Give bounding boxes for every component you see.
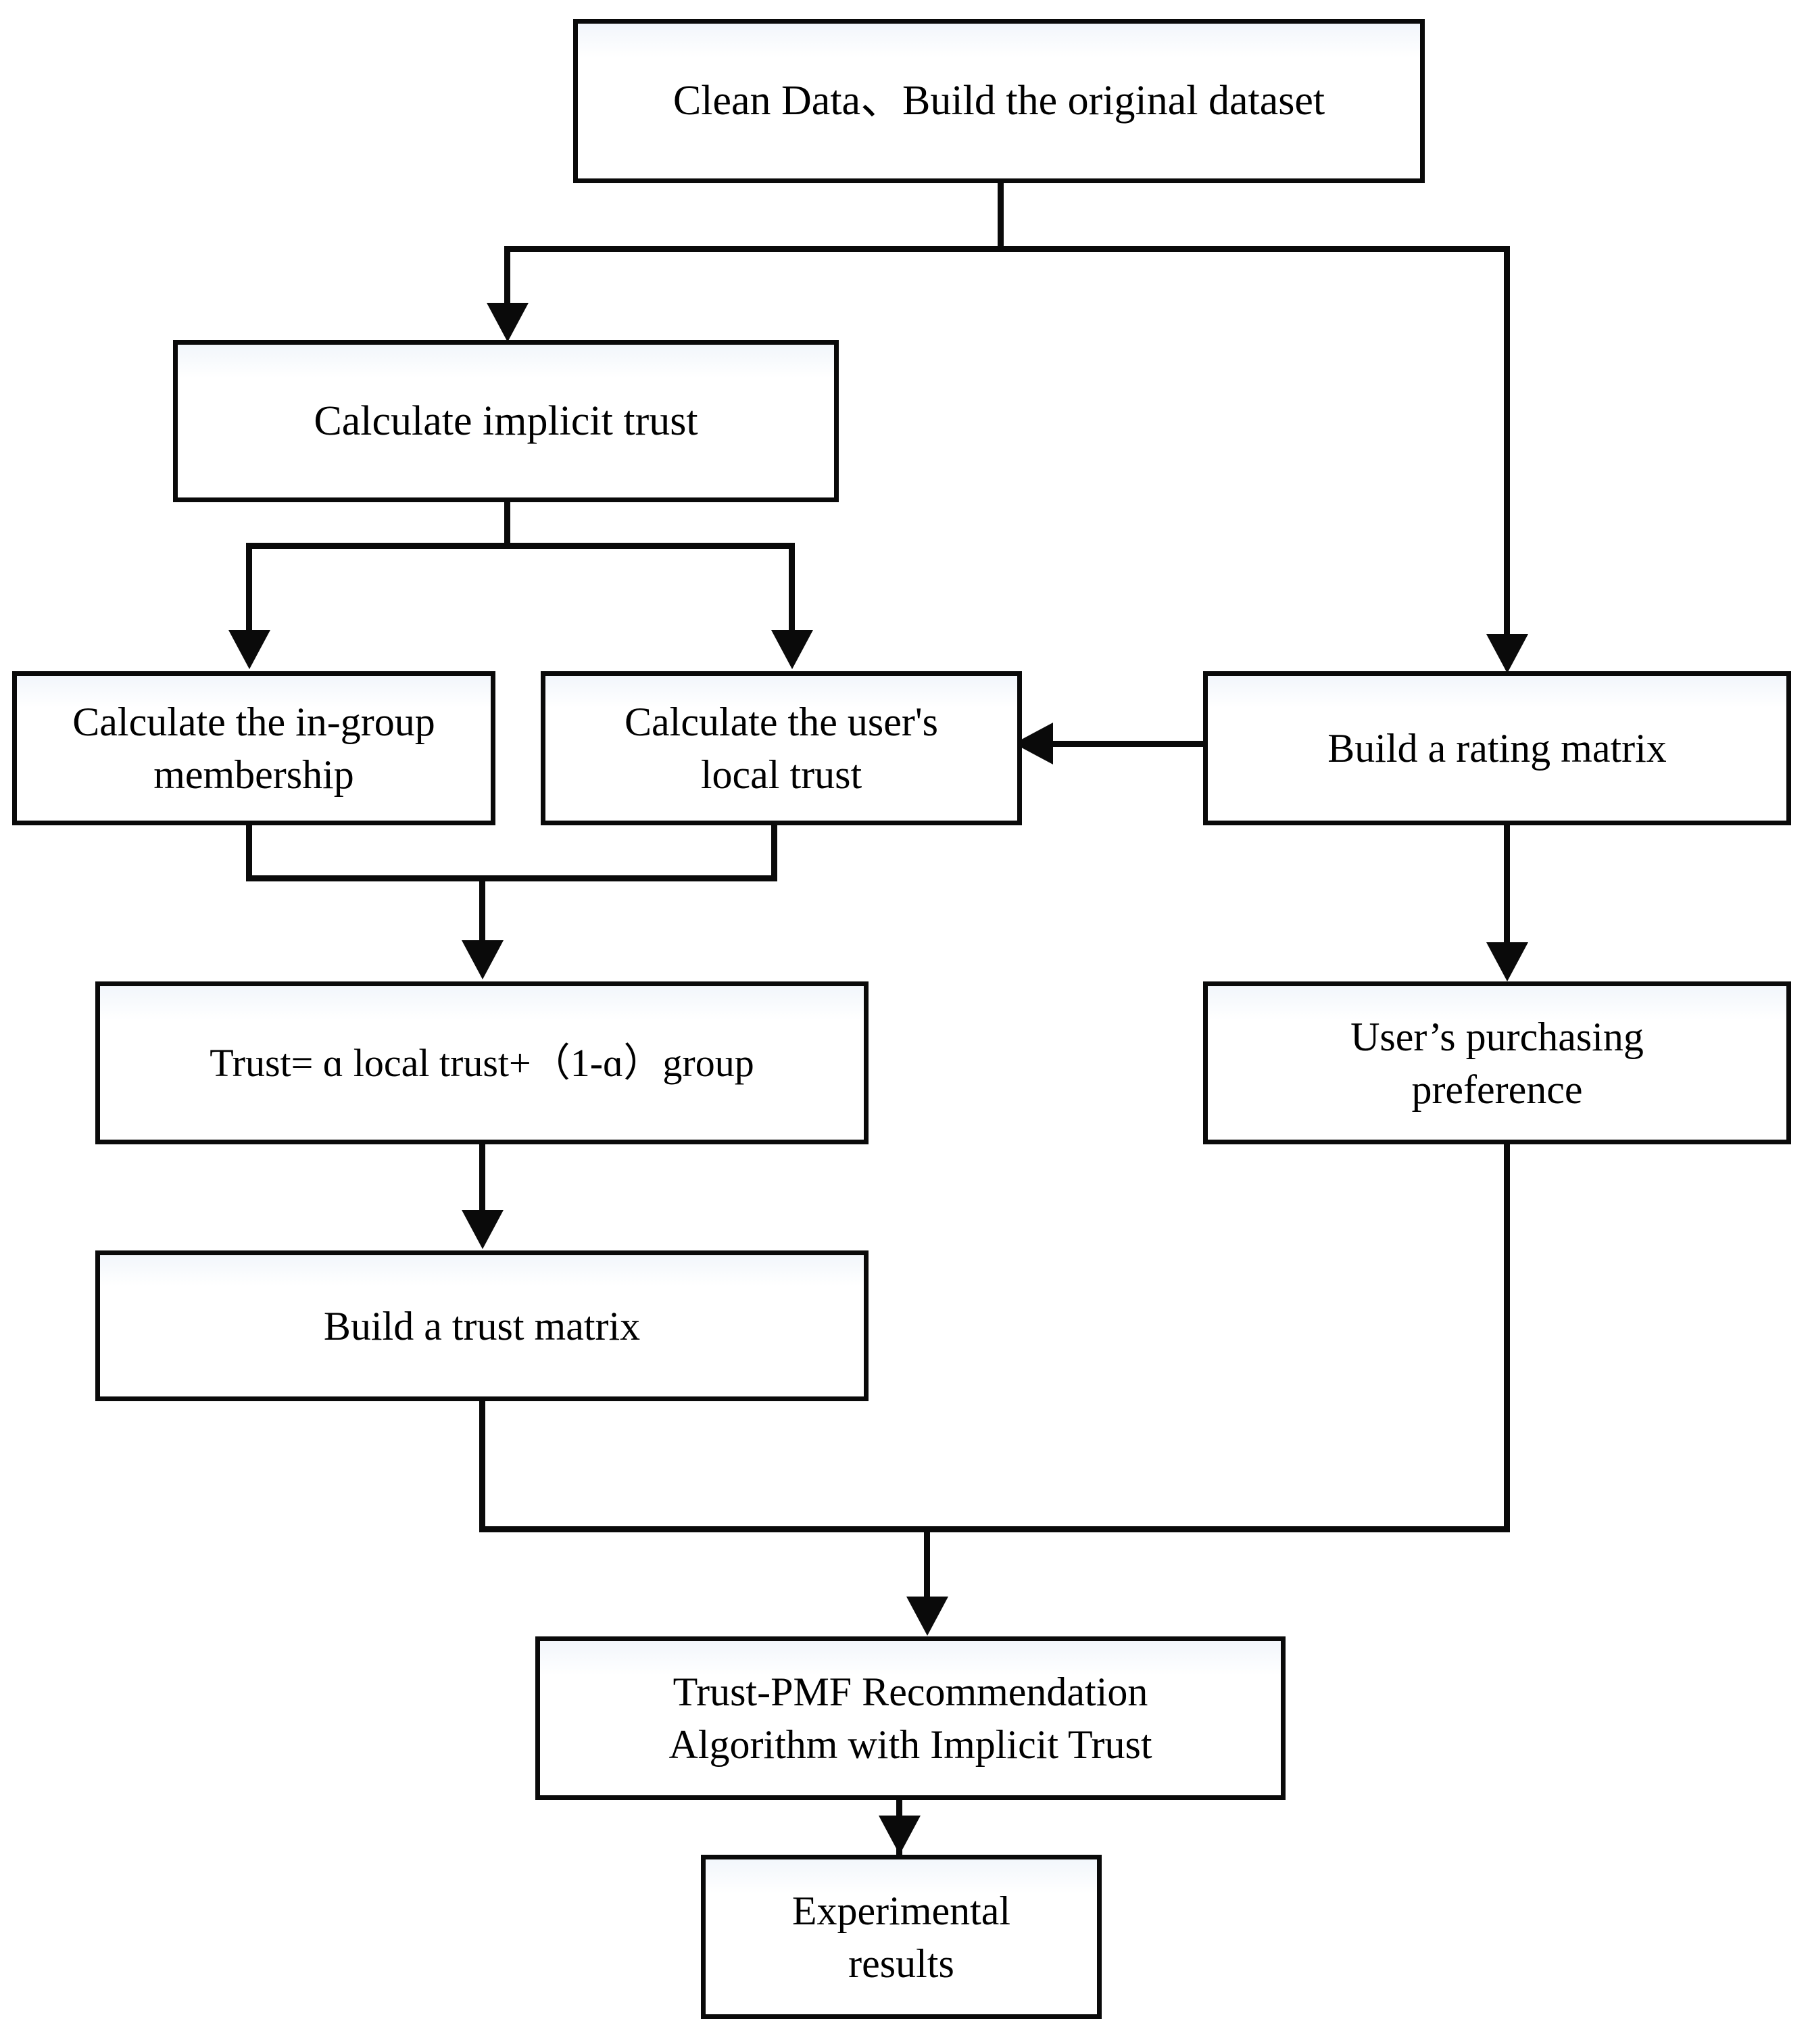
arrowhead-to-local-trust: [771, 630, 813, 669]
node-trust-pmf-algorithm[interactable]: Trust-PMF Recommendation Algorithm with …: [535, 1636, 1286, 1800]
node-experimental-results-label: Experimental results: [791, 1888, 1011, 1986]
edge-to-implicit-trust: [504, 246, 510, 306]
edge-to-trust-pmf: [924, 1526, 930, 1601]
edge-rating-to-preference: [1504, 823, 1510, 945]
arrowhead-to-in-group: [228, 630, 270, 669]
node-purchasing-preference[interactable]: User’s purchasing preference: [1203, 981, 1791, 1144]
node-trust-formula-label: Trust= ɑ local trust+（1-ɑ）group: [210, 1040, 754, 1085]
node-build-trust-matrix[interactable]: Build a trust matrix: [95, 1250, 869, 1401]
arrowhead-trust-to-matrix: [462, 1210, 504, 1249]
edge-trust-to-matrix: [479, 1142, 485, 1213]
edge-top-split-bar: [504, 246, 1510, 252]
edge-bottom-merge-bar: [479, 1526, 1510, 1532]
edge-to-trust-formula: [479, 875, 485, 943]
node-user-local-trust[interactable]: Calculate the user's local trust: [541, 671, 1022, 825]
arrowhead-to-trust-formula: [462, 940, 504, 979]
edge-implicit-trust-stem: [504, 500, 510, 548]
edge-implicit-split-bar: [246, 543, 795, 549]
node-purchasing-preference-label: User’s purchasing preference: [1350, 1014, 1644, 1112]
arrowhead-to-preference: [1486, 942, 1528, 981]
node-user-local-trust-label: Calculate the user's local trust: [625, 700, 938, 797]
node-in-group-membership-label: Calculate the in-group membership: [72, 700, 435, 797]
edge-merge-bar-trust: [246, 875, 777, 881]
node-in-group-membership[interactable]: Calculate the in-group membership: [12, 671, 495, 825]
edge-to-local-trust: [789, 543, 795, 633]
edge-to-rating-matrix: [1504, 246, 1510, 637]
node-trust-formula[interactable]: Trust= ɑ local trust+（1-ɑ）group: [95, 981, 869, 1144]
arrowhead-to-results: [879, 1816, 921, 1855]
edge-rating-to-local-trust: [1053, 741, 1222, 747]
arrowhead-to-trust-pmf: [906, 1597, 948, 1636]
edge-local-trust-stem: [771, 823, 777, 881]
edge-to-in-group: [246, 543, 252, 633]
node-clean-data-label: Clean Data、Build the original dataset: [673, 78, 1325, 124]
arrowhead-to-rating-matrix: [1486, 634, 1528, 673]
node-clean-data[interactable]: Clean Data、Build the original dataset: [573, 19, 1425, 183]
arrowhead-to-implicit-trust: [487, 303, 529, 342]
node-build-rating-matrix[interactable]: Build a rating matrix: [1203, 671, 1791, 825]
edge-clean-data-stem: [998, 181, 1004, 251]
edge-preference-stem: [1504, 1142, 1510, 1532]
node-calculate-implicit-trust-label: Calculate implicit trust: [314, 397, 698, 444]
node-experimental-results[interactable]: Experimental results: [701, 1855, 1102, 2019]
edge-trust-matrix-stem: [479, 1399, 485, 1532]
node-calculate-implicit-trust[interactable]: Calculate implicit trust: [173, 340, 839, 502]
node-trust-pmf-algorithm-label: Trust-PMF Recommendation Algorithm with …: [668, 1670, 1152, 1767]
node-build-rating-matrix-label: Build a rating matrix: [1327, 726, 1667, 771]
node-build-trust-matrix-label: Build a trust matrix: [323, 1303, 641, 1348]
edge-in-group-stem: [246, 823, 252, 881]
